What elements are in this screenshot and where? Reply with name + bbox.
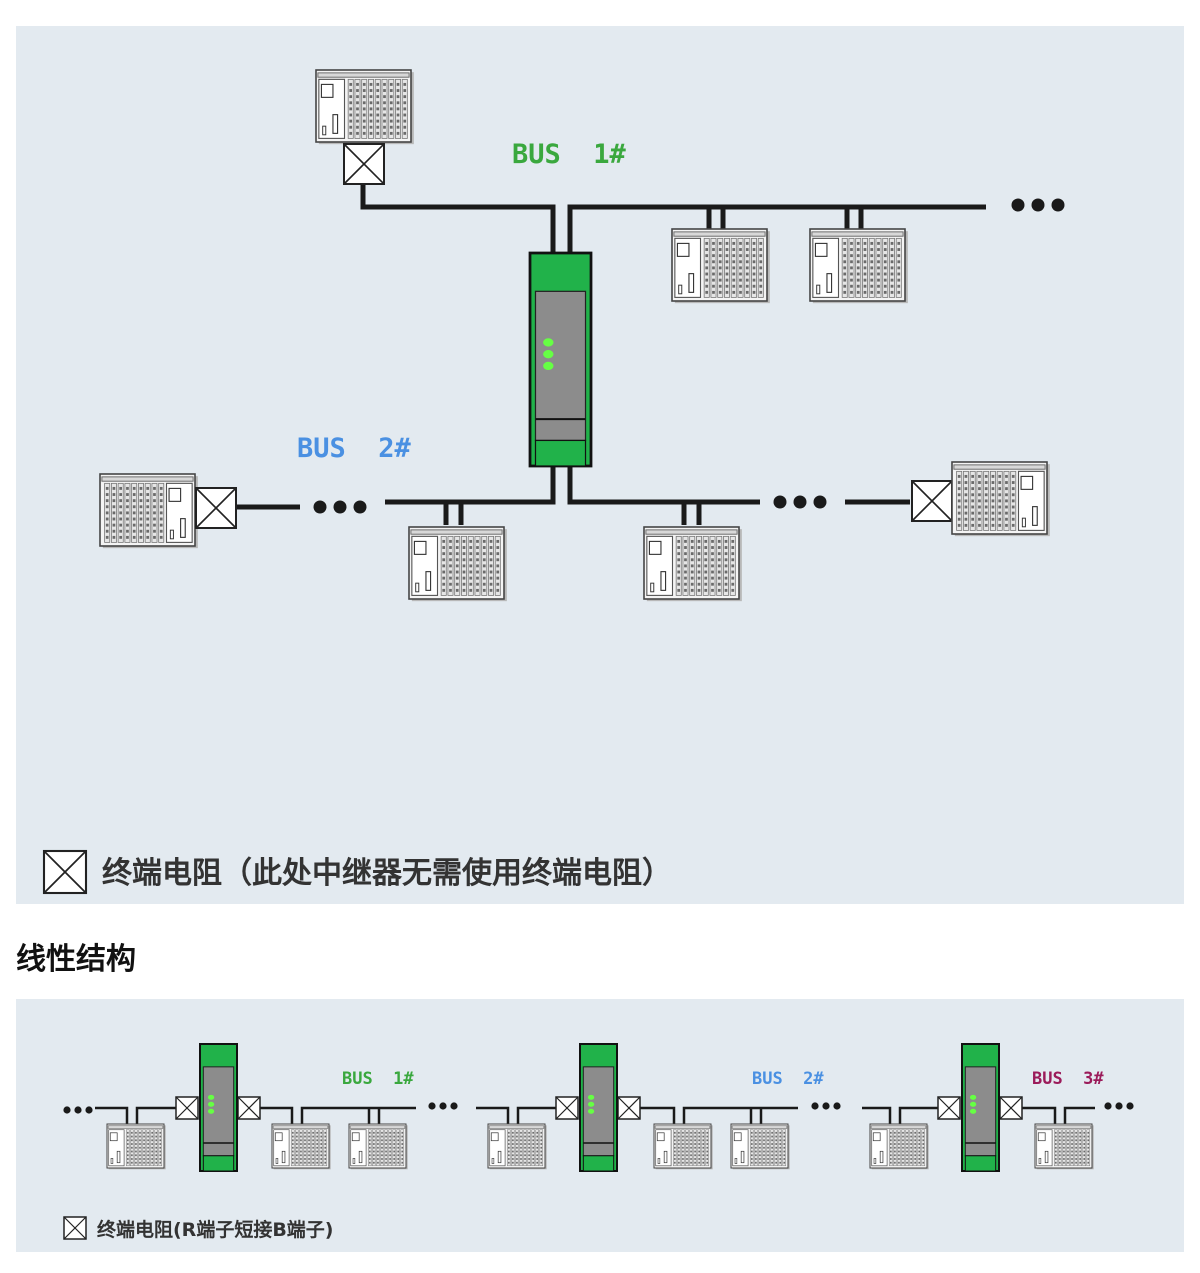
bus-wire <box>95 1106 129 1124</box>
plc-device-icon <box>951 461 1050 537</box>
bus1-label: BUS 1# <box>512 139 627 170</box>
ellipsis-dots-icon <box>773 495 827 509</box>
repeater-icon <box>199 1043 238 1172</box>
bus-wire <box>516 1106 556 1124</box>
terminal-resistor-icon <box>999 1096 1023 1120</box>
plc-device-icon <box>671 228 770 304</box>
bus-wire <box>300 1106 416 1124</box>
led-indicator <box>543 338 554 347</box>
dot <box>811 1102 819 1110</box>
legend-terminal-resistor-icon <box>42 849 88 895</box>
plc-device-icon <box>487 1123 547 1170</box>
repeater-icon <box>961 1043 1000 1172</box>
bottom-bus3-label: BUS 3# <box>1032 1069 1104 1089</box>
terminal-resistor-icon <box>555 1096 579 1120</box>
led-indicator <box>207 1108 215 1114</box>
plc-device-icon <box>809 228 908 304</box>
ellipsis-dots-icon <box>428 1102 458 1110</box>
plc-device-icon <box>99 473 198 549</box>
ellipsis-dots-icon <box>63 1106 93 1114</box>
terminal-resistor-icon <box>937 1096 961 1120</box>
repeater-icon <box>579 1043 618 1172</box>
ellipsis-dots-icon <box>1104 1102 1134 1110</box>
section-title: 线性结构 <box>16 942 136 977</box>
led-indicator <box>969 1108 977 1114</box>
dot <box>428 1102 436 1110</box>
dot <box>313 500 327 514</box>
legend-bottom-text: 终端电阻(R端子短接B端子) <box>97 1218 333 1241</box>
led-indicator <box>543 350 554 359</box>
terminal-resistor-icon <box>175 1096 199 1120</box>
dot <box>63 1106 71 1114</box>
dot <box>793 495 807 509</box>
dot <box>813 495 827 509</box>
dot <box>74 1106 82 1114</box>
repeater-icon <box>528 251 593 468</box>
terminal-resistor-icon <box>195 487 237 529</box>
terminal-resistor-icon <box>237 1096 261 1120</box>
plc-device-icon <box>1034 1123 1094 1170</box>
plc-device-icon <box>643 526 742 602</box>
plc-device-icon <box>106 1123 166 1170</box>
dot <box>773 495 787 509</box>
led-indicator <box>587 1101 595 1107</box>
dot <box>1104 1102 1112 1110</box>
bus-wire <box>385 466 556 505</box>
bus-wire <box>135 1106 176 1124</box>
dot <box>822 1102 830 1110</box>
dot <box>1115 1102 1123 1110</box>
terminal-resistor-icon <box>343 143 385 185</box>
dot <box>1051 198 1065 212</box>
bus-wire <box>682 1106 798 1124</box>
led-indicator <box>207 1094 215 1100</box>
dot <box>353 500 367 514</box>
led-indicator <box>543 361 554 371</box>
plc-device-icon <box>653 1123 713 1170</box>
ellipsis-dots-icon <box>811 1102 841 1110</box>
bus-wire <box>567 204 986 254</box>
bus-wire <box>898 1106 938 1124</box>
led-indicator <box>969 1101 977 1107</box>
bottom-bus2-label: BUS 2# <box>752 1069 824 1089</box>
legend-terminal-resistor-icon <box>63 1216 87 1240</box>
bus-wire <box>260 1106 294 1124</box>
ellipsis-dots-icon <box>1011 198 1065 212</box>
dot <box>450 1102 458 1110</box>
ellipsis-dots-icon <box>313 500 367 514</box>
plc-device-icon <box>408 526 507 602</box>
plc-device-icon <box>730 1123 790 1170</box>
bus-wire <box>862 1106 892 1124</box>
dot <box>333 500 347 514</box>
led-indicator <box>587 1094 595 1100</box>
bus-wire <box>476 1106 510 1124</box>
dot <box>439 1102 447 1110</box>
dot <box>85 1106 93 1114</box>
dot <box>1031 198 1045 212</box>
bus-wire <box>567 466 760 505</box>
plc-device-icon <box>348 1123 408 1170</box>
terminal-resistor-icon <box>617 1096 641 1120</box>
dot <box>1126 1102 1134 1110</box>
bus-wire <box>360 180 556 254</box>
led-indicator <box>207 1101 215 1107</box>
bus2-label: BUS 2# <box>297 433 412 464</box>
led-indicator <box>969 1094 977 1100</box>
legend-top-text: 终端电阻（此处中继器无需使用终端电阻） <box>102 856 672 891</box>
plc-device-icon <box>271 1123 331 1170</box>
led-indicator <box>587 1108 595 1114</box>
bus-wire <box>1022 1106 1057 1124</box>
bus-wire <box>1063 1106 1095 1124</box>
plc-device-icon <box>315 69 414 145</box>
dot <box>833 1102 841 1110</box>
bus-wire <box>640 1106 676 1124</box>
plc-device-icon <box>869 1123 929 1170</box>
terminal-resistor-icon <box>911 480 953 522</box>
dot <box>1011 198 1025 212</box>
bottom-bus1-label: BUS 1# <box>342 1069 414 1089</box>
